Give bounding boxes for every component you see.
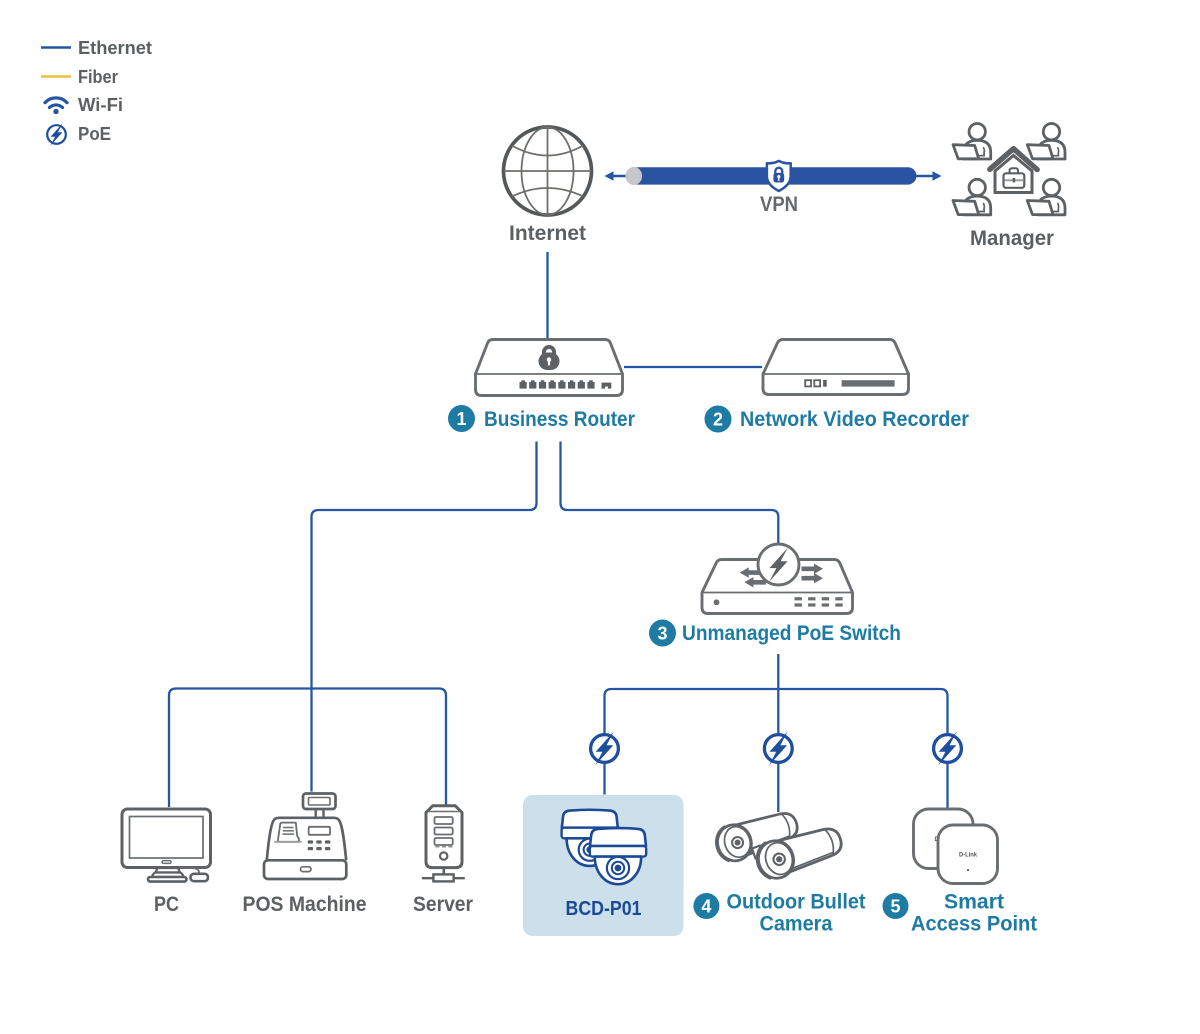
svg-text:1: 1 [456,409,466,429]
svg-text:Smart: Smart [944,891,1004,914]
svg-text:PC: PC [154,893,179,916]
svg-text:Access Point: Access Point [911,913,1037,936]
svg-text:5: 5 [890,897,900,917]
svg-text:Business Router: Business Router [484,408,635,431]
svg-text:3: 3 [657,624,667,644]
svg-text:Network Video Recorder: Network Video Recorder [740,408,969,431]
svg-text:Camera: Camera [760,913,833,936]
svg-text:VPN: VPN [760,193,798,216]
svg-text:POS Machine: POS Machine [243,893,367,916]
svg-text:Outdoor Bullet: Outdoor Bullet [727,891,866,914]
svg-text:BCD-P01: BCD-P01 [566,898,642,920]
svg-text:Ethernet: Ethernet [78,38,152,58]
svg-text:Fiber: Fiber [78,67,118,87]
svg-text:Wi-Fi: Wi-Fi [78,95,123,115]
svg-text:Server: Server [413,893,473,916]
svg-text:Manager: Manager [970,227,1054,250]
svg-text:Unmanaged PoE Switch: Unmanaged PoE Switch [682,622,901,645]
svg-text:D-Link: D-Link [959,852,977,859]
svg-text:4: 4 [701,897,711,917]
svg-text:2: 2 [713,410,723,430]
svg-text:PoE: PoE [78,124,111,144]
svg-text:Internet: Internet [509,222,586,245]
